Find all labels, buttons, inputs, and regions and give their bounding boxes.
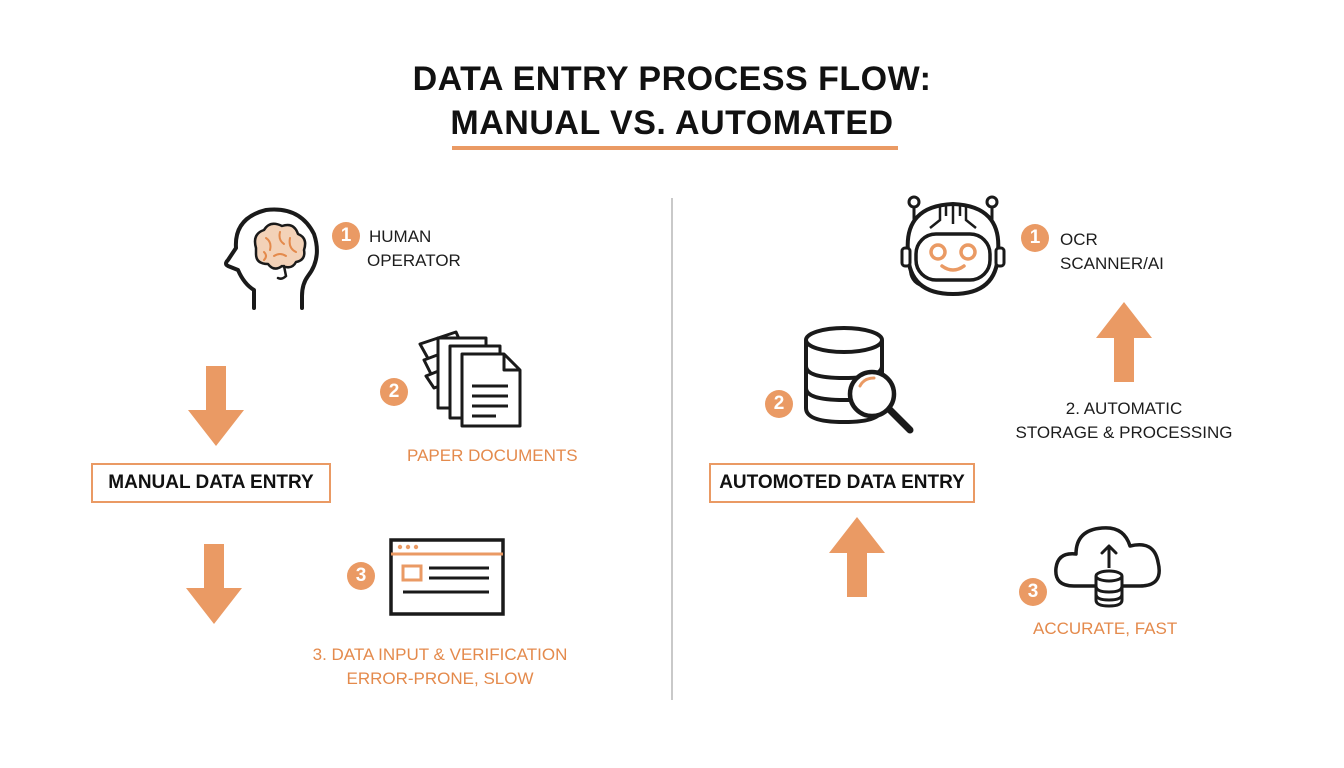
automated-step-1-label-line-1: OCR [1060, 230, 1098, 249]
manual-step-1-badge: 1 [332, 222, 360, 250]
automated-step-2-badge: 2 [765, 390, 793, 418]
diagram-title-line-1: DATA ENTRY PROCESS FLOW: [412, 60, 932, 98]
automated-step-2-label-line-1: 2. AUTOMATIC [1065, 399, 1183, 418]
manual-step-1-label-line-1: HUMAN [369, 227, 432, 246]
cloud-database-icon [1054, 526, 1161, 608]
automated-step-2-label-line-2: STORAGE & PROCESSING [1015, 423, 1233, 442]
title-underline [452, 146, 898, 150]
automated-step-1-label-line-2: SCANNER/AI [1060, 254, 1164, 273]
section-divider [671, 198, 673, 700]
up-arrow-icon [829, 517, 885, 597]
manual-step-2-badge: 2 [380, 378, 408, 406]
automated-step-1-badge: 1 [1021, 224, 1049, 252]
manual-step-2-label: PAPER DOCUMENTS [407, 446, 578, 465]
manual-data-entry-box: MANUAL DATA ENTRY [91, 463, 331, 503]
database-search-icon [804, 326, 914, 434]
up-arrow-icon [1096, 302, 1152, 382]
down-arrow-icon [188, 366, 244, 446]
manual-step-3-badge: 3 [347, 562, 375, 590]
brain-head-icon [224, 207, 319, 310]
manual-step-1-label-line-2: OPERATOR [367, 251, 461, 270]
down-arrow-icon [186, 544, 242, 624]
automated-step-3-badge: 3 [1019, 578, 1047, 606]
data-form-window-icon [389, 538, 505, 616]
automated-step-3-label: ACCURATE, FAST [1033, 619, 1178, 638]
manual-step-3-label-line-1: 3. DATA INPUT & VERIFICATION [312, 645, 568, 664]
manual-step-3-label-line-2: ERROR-PRONE, SLOW [346, 669, 534, 688]
robot-head-icon [900, 195, 1006, 297]
paper-documents-icon [418, 330, 522, 428]
automated-data-entry-box: AUTOMOTED DATA ENTRY [709, 463, 975, 503]
diagram-title-line-2: MANUAL VS. AUTOMATED [450, 104, 894, 142]
